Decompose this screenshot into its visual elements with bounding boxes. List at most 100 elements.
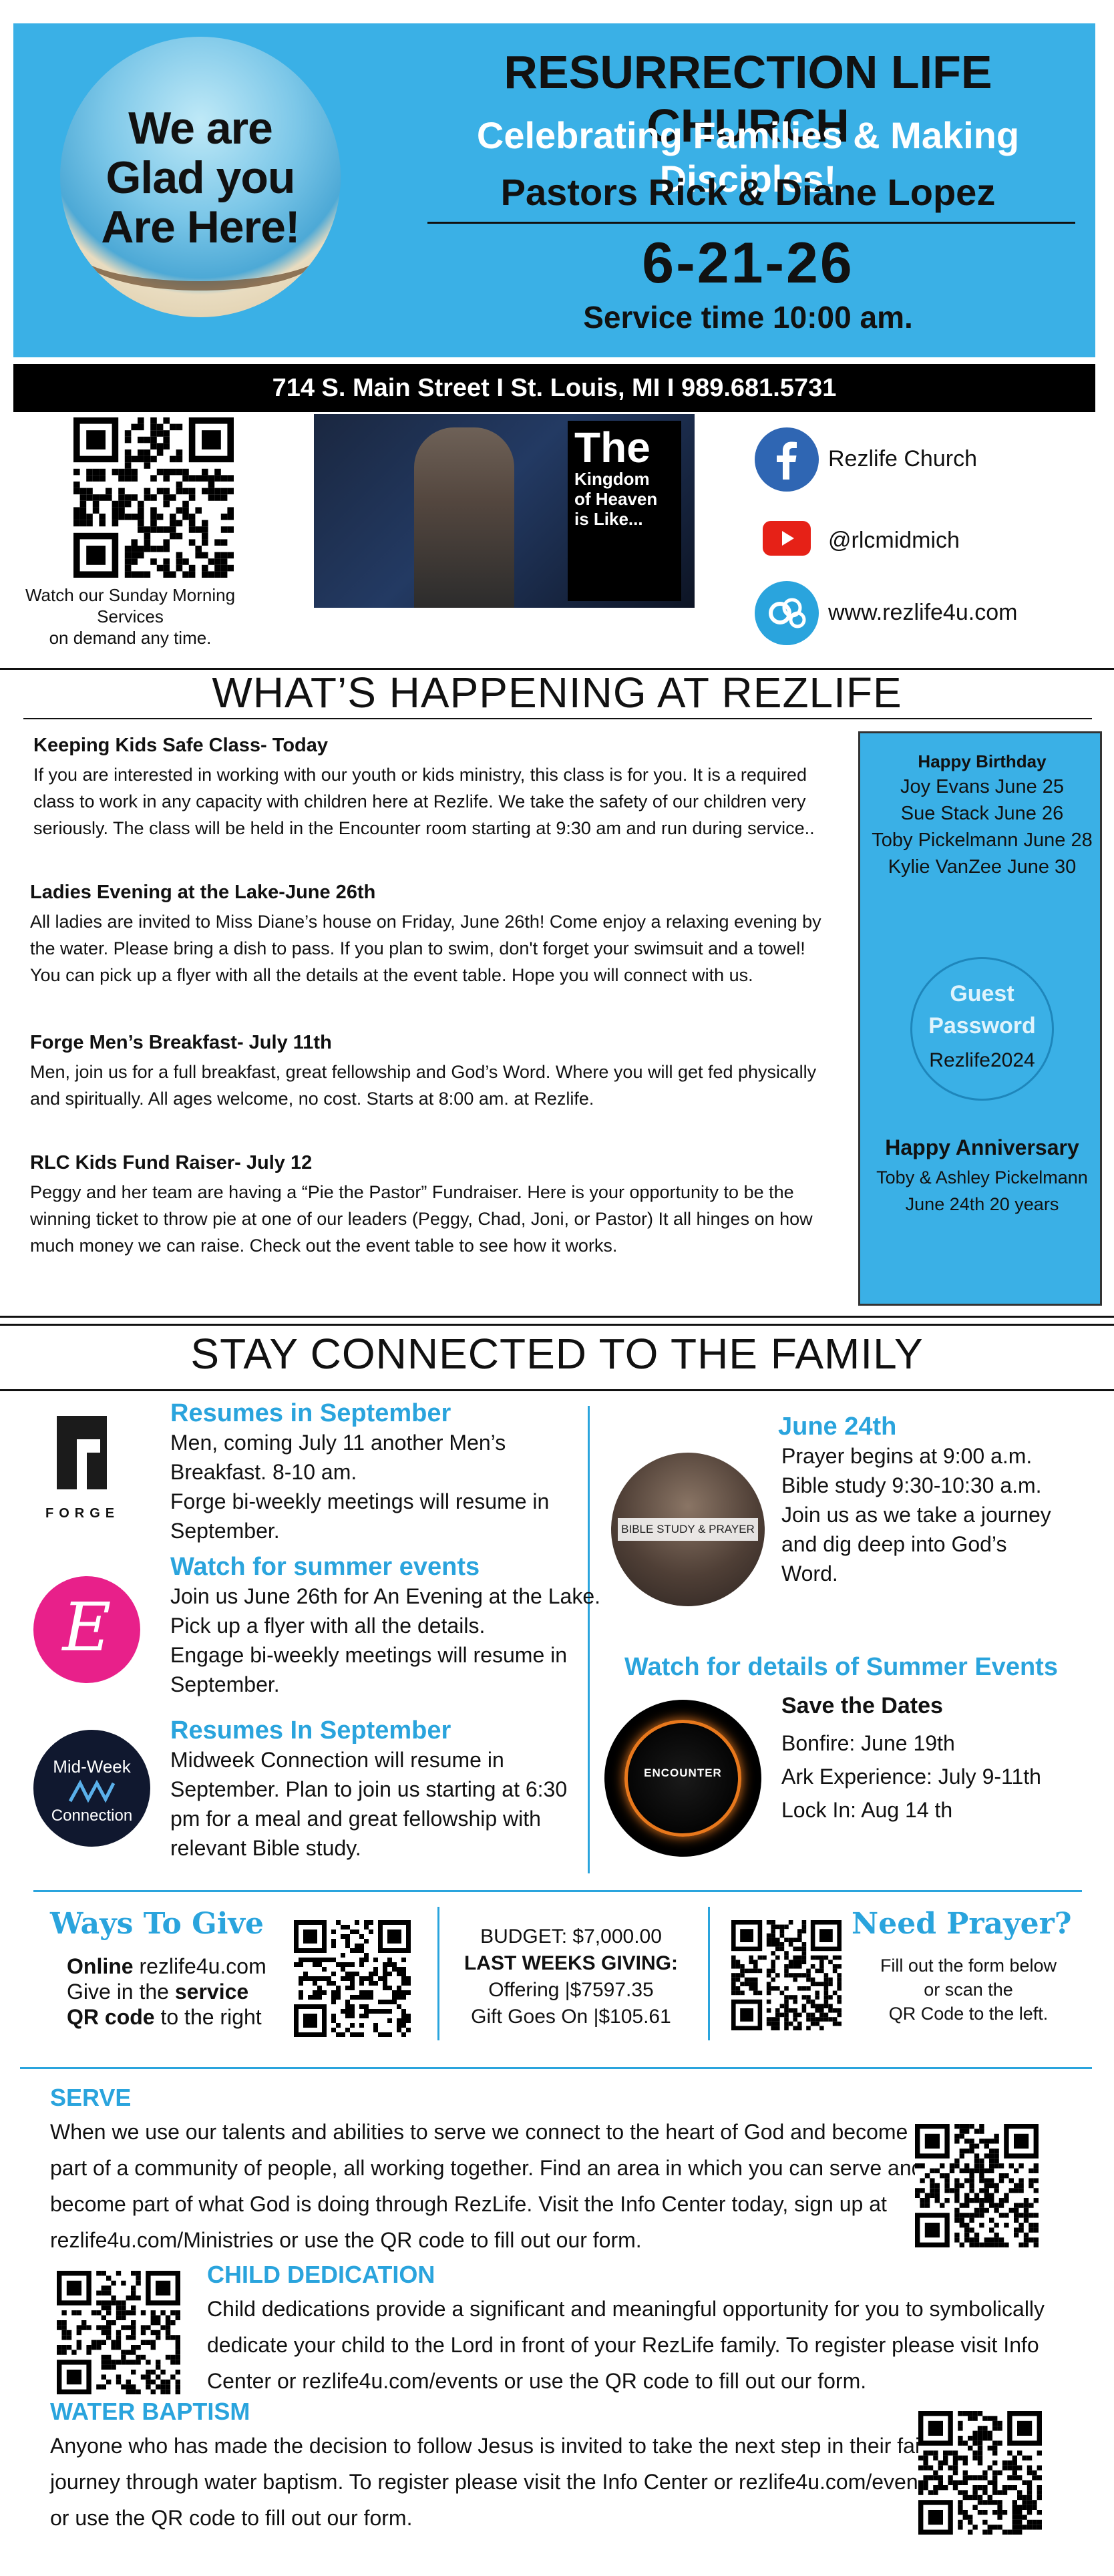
youtube-label[interactable]: @rlcmidmich bbox=[828, 528, 960, 553]
give-line-2: Give in the service bbox=[67, 1979, 266, 2004]
give-in-text: Give in the bbox=[67, 1980, 175, 2004]
budget: BUDGET: $7,000.00 bbox=[480, 1925, 662, 1948]
happening-heading: WHAT’S HAPPENING AT REZLIFE bbox=[212, 669, 902, 717]
give-divider bbox=[437, 1907, 439, 2040]
birthday-item: Toby Pickelmann June 28 bbox=[872, 830, 1093, 851]
give-service-bold: service bbox=[174, 1980, 249, 2004]
midweek-logo-bottom: Connection bbox=[51, 1807, 133, 1825]
bible-line: Bible study 9:30-10:30 a.m. bbox=[781, 1473, 1042, 1497]
midweek-body: Midweek Connection will resume in Septem… bbox=[170, 1745, 567, 1863]
give-online-url[interactable]: rezlife4u.com bbox=[133, 1954, 266, 1978]
give-online-bold: Online bbox=[67, 1954, 134, 1978]
serve-title: SERVE bbox=[50, 2084, 132, 2111]
prayer-qr-code[interactable] bbox=[731, 1920, 842, 2030]
section-rule bbox=[0, 668, 1114, 670]
guest-title: Guest Password bbox=[912, 978, 1052, 1042]
encounter-ring bbox=[624, 1720, 741, 1837]
baptism-body: Anyone who has made the decision to foll… bbox=[50, 2428, 938, 2536]
engage-body: Join us June 26th for An Evening at the … bbox=[170, 1582, 600, 1699]
bible-study-logo: BIBLE STUDY & PRAYER bbox=[611, 1453, 765, 1606]
midweek-title: Resumes In September bbox=[170, 1716, 451, 1744]
forge-logo-text: FORGE bbox=[45, 1506, 120, 1521]
event-title: Keeping Kids Safe Class- Today bbox=[33, 735, 329, 756]
baptism-line: Anyone who has made the decision to foll… bbox=[50, 2434, 938, 2458]
forge-line: September. bbox=[170, 1519, 280, 1543]
midweek-line: relevant Bible study. bbox=[170, 1836, 361, 1860]
baptism-qr-code[interactable] bbox=[918, 2411, 1042, 2535]
forge-line: Breakfast. 8-10 am. bbox=[170, 1460, 357, 1484]
bible-study-logo-text: BIBLE STUDY & PRAYER bbox=[618, 1518, 758, 1541]
engage-line: September. bbox=[170, 1672, 280, 1696]
facebook-label[interactable]: Rezlife Church bbox=[828, 446, 977, 472]
section-rule bbox=[0, 1324, 1114, 1326]
save-dates-list: Bonfire: June 19th Ark Experience: July … bbox=[781, 1726, 1041, 1827]
caption-line: Services bbox=[97, 606, 164, 626]
dedication-qr-code[interactable] bbox=[57, 2271, 180, 2394]
event-title: Ladies Evening at the Lake-June 26th bbox=[30, 882, 376, 903]
event-line: Men, join us for a full breakfast, great… bbox=[30, 1062, 817, 1082]
watch-caption: Watch our Sunday Morning Services on dem… bbox=[20, 584, 240, 649]
anniversary-line: June 24th 20 years bbox=[905, 1194, 1059, 1214]
ways-to-give-title: Ways To Give bbox=[50, 1907, 264, 1941]
bible-line: Prayer begins at 9:00 a.m. bbox=[781, 1444, 1033, 1468]
youtube-icon[interactable] bbox=[763, 521, 811, 556]
guest-title-line: Password bbox=[928, 1013, 1036, 1039]
give-qr-code[interactable] bbox=[294, 1920, 411, 2037]
give-instructions: Online rezlife4u.com Give in the service… bbox=[67, 1954, 266, 2030]
watch-qr-code[interactable] bbox=[73, 417, 234, 578]
giving-summary: BUDGET: $7,000.00 LAST WEEKS GIVING: Off… bbox=[447, 1923, 695, 2030]
event-line: much money we can raise. Check out the e… bbox=[30, 1236, 618, 1256]
baptism-line: journey through water baptism. To regist… bbox=[50, 2470, 935, 2494]
welcome-line-3: Are Here! bbox=[101, 202, 300, 252]
event-title: Forge Men’s Breakfast- July 11th bbox=[30, 1032, 332, 1053]
serve-qr-code[interactable] bbox=[915, 2124, 1039, 2247]
dedication-title: CHILD DEDICATION bbox=[207, 2261, 435, 2288]
gift-goes-on-amount: Gift Goes On |$105.61 bbox=[471, 2006, 671, 2028]
engage-logo: E bbox=[33, 1576, 140, 1683]
save-date-item: Bonfire: June 19th bbox=[781, 1731, 955, 1755]
event-body: Peggy and her team are having a “Pie the… bbox=[30, 1179, 813, 1259]
birthday-item: Joy Evans June 25 bbox=[900, 776, 1065, 797]
bible-study-body: Prayer begins at 9:00 a.m. Bible study 9… bbox=[781, 1441, 1051, 1588]
serve-line: become part of what God is doing through… bbox=[50, 2192, 887, 2216]
encounter-logo-text: ENCOUNTER bbox=[644, 1767, 722, 1779]
prayer-line: QR Code to the left. bbox=[888, 2004, 1049, 2024]
sermon-video-thumbnail[interactable]: The Kingdom of Heaven is Like... bbox=[314, 414, 695, 608]
offering-amount: Offering |$7597.35 bbox=[488, 1979, 654, 2001]
church-name: RESURRECTION LIFE CHURCH bbox=[504, 46, 992, 152]
guest-password: Rezlife2024 bbox=[929, 1049, 1035, 1071]
give-bottom-rule bbox=[20, 2067, 1092, 2069]
give-qr-rest: to the right bbox=[154, 2005, 262, 2029]
birthday-item: Sue Stack June 26 bbox=[900, 803, 1064, 824]
engage-line: Engage bi-weekly meetings will resume in bbox=[170, 1643, 568, 1667]
website-icon[interactable] bbox=[755, 581, 819, 645]
sermon-title-line: is Like... bbox=[574, 509, 643, 529]
sermon-title-line: Kingdom bbox=[574, 469, 650, 489]
birthday-title: Happy Birthday bbox=[918, 751, 1047, 771]
midweek-logo: Mid-Week Connection bbox=[33, 1730, 150, 1847]
save-date-item: Lock In: Aug 14 th bbox=[781, 1798, 953, 1822]
welcome-text: We are Glad you Are Here! bbox=[60, 104, 341, 252]
welcome-beach-image: We are Glad you Are Here! bbox=[60, 37, 341, 317]
event-line: class to work in any capacity with child… bbox=[33, 791, 806, 811]
facebook-icon[interactable] bbox=[755, 427, 819, 492]
bible-study-title: June 24th bbox=[778, 1413, 897, 1441]
guest-title-line: Guest bbox=[950, 981, 1014, 1006]
serve-body: When we use our talents and abilities to… bbox=[50, 2114, 923, 2258]
last-weeks-giving: LAST WEEKS GIVING: bbox=[463, 1952, 678, 1974]
encounter-logo: ENCOUNTER bbox=[604, 1700, 761, 1857]
forge-body: Men, coming July 11 another Men’s Breakf… bbox=[170, 1428, 549, 1545]
event-body: All ladies are invited to Miss Diane’s h… bbox=[30, 908, 821, 988]
pastors: Pastors Rick & Diane Lopez bbox=[500, 171, 996, 213]
welcome-line-1: We are bbox=[128, 103, 273, 154]
engage-logo-letter: E bbox=[62, 1588, 112, 1666]
prayer-line: or scan the bbox=[924, 1980, 1013, 2000]
caption-line: Watch our Sunday Morning bbox=[25, 585, 236, 605]
tagline: Celebrating Families & Making Disciples! bbox=[476, 114, 1020, 200]
website-label[interactable]: www.rezlife4u.com bbox=[828, 600, 1018, 625]
forge-line: Forge bi-weekly meetings will resume in bbox=[170, 1489, 550, 1513]
header-divider bbox=[427, 222, 1075, 224]
event-title: RLC Kids Fund Raiser- July 12 bbox=[30, 1152, 313, 1173]
engage-line: Pick up a flyer with all the details. bbox=[170, 1614, 486, 1638]
dedication-line: Center or rezlife4u.com/events or use th… bbox=[207, 2369, 867, 2393]
